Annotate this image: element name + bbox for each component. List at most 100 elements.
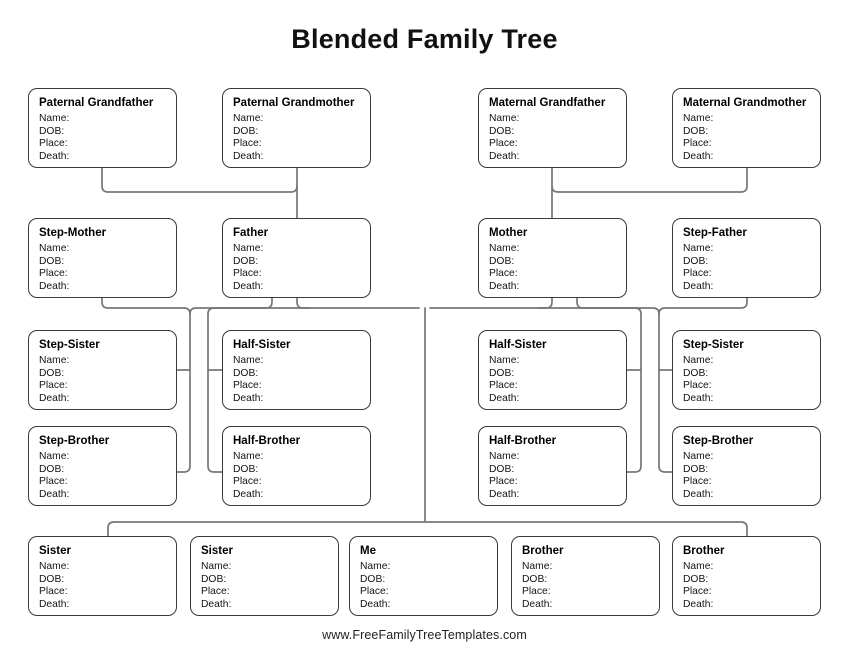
field-death: Death:: [683, 488, 714, 500]
field-dob: DOB:: [683, 463, 709, 475]
field-dob: DOB:: [233, 463, 259, 475]
field-name: Name:: [233, 113, 264, 124]
node-me[interactable]: Me Name: DOB: Place: Death:: [349, 536, 498, 616]
field-place: Place:: [489, 138, 518, 150]
node-half-brother-left[interactable]: Half-Brother Name: DOB: Place: Death:: [222, 426, 371, 506]
field-death: Death:: [360, 598, 391, 610]
node-fields: Name: DOB: Place: Death:: [489, 113, 626, 163]
field-place: Place:: [360, 586, 389, 598]
field-name: Name:: [489, 355, 520, 366]
field-name: Name:: [39, 113, 70, 124]
node-step-father[interactable]: Step-Father Name: DOB: Place: Death:: [672, 218, 821, 298]
field-dob: DOB:: [683, 125, 709, 137]
node-sister-1[interactable]: Sister Name: DOB: Place: Death:: [28, 536, 177, 616]
node-title: Step-Brother: [683, 435, 754, 447]
node-fields: Name: DOB: Place: Death:: [39, 243, 176, 293]
field-place: Place:: [489, 476, 518, 488]
node-step-sister-left[interactable]: Step-Sister Name: DOB: Place: Death:: [28, 330, 177, 410]
node-title: Step-Father: [683, 227, 747, 239]
field-place: Place:: [683, 380, 712, 392]
node-brother-2[interactable]: Brother Name: DOB: Place: Death:: [672, 536, 821, 616]
node-title: Half-Sister: [489, 339, 547, 351]
field-death: Death:: [233, 150, 264, 162]
node-half-sister-left[interactable]: Half-Sister Name: DOB: Place: Death:: [222, 330, 371, 410]
field-place: Place:: [233, 476, 262, 488]
field-dob: DOB:: [489, 367, 515, 379]
field-death: Death:: [233, 392, 264, 404]
node-title: Sister: [39, 545, 71, 557]
field-name: Name:: [39, 451, 70, 462]
node-title: Step-Sister: [683, 339, 744, 351]
field-death: Death:: [522, 598, 553, 610]
footer-website-link[interactable]: www.FreeFamilyTreeTemplates.com: [322, 628, 527, 642]
node-fields: Name: DOB: Place: Death:: [39, 355, 176, 405]
field-dob: DOB:: [233, 367, 259, 379]
field-name: Name:: [683, 243, 714, 254]
field-death: Death:: [39, 488, 70, 500]
node-paternal-grandmother[interactable]: Paternal Grandmother Name: DOB: Place: D…: [222, 88, 371, 168]
node-half-sister-right[interactable]: Half-Sister Name: DOB: Place: Death:: [478, 330, 627, 410]
field-name: Name:: [489, 451, 520, 462]
node-half-brother-right[interactable]: Half-Brother Name: DOB: Place: Death:: [478, 426, 627, 506]
field-death: Death:: [489, 150, 520, 162]
node-fields: Name: DOB: Place: Death:: [233, 243, 370, 293]
field-place: Place:: [39, 380, 68, 392]
field-place: Place:: [233, 380, 262, 392]
field-name: Name:: [201, 561, 232, 572]
node-fields: Name: DOB: Place: Death:: [201, 561, 338, 611]
field-name: Name:: [489, 113, 520, 124]
field-dob: DOB:: [683, 255, 709, 267]
node-title: Paternal Grandfather: [39, 97, 154, 109]
node-title: Step-Brother: [39, 435, 110, 447]
field-dob: DOB:: [683, 367, 709, 379]
field-dob: DOB:: [39, 367, 65, 379]
field-death: Death:: [683, 598, 714, 610]
node-fields: Name: DOB: Place: Death:: [233, 355, 370, 405]
node-brother-1[interactable]: Brother Name: DOB: Place: Death:: [511, 536, 660, 616]
node-title: Brother: [522, 545, 564, 557]
node-maternal-grandfather[interactable]: Maternal Grandfather Name: DOB: Place: D…: [478, 88, 627, 168]
field-name: Name:: [39, 355, 70, 366]
field-dob: DOB:: [39, 573, 65, 585]
field-name: Name:: [39, 561, 70, 572]
field-name: Name:: [522, 561, 553, 572]
field-place: Place:: [39, 268, 68, 280]
node-fields: Name: DOB: Place: Death:: [39, 113, 176, 163]
node-title: Mother: [489, 227, 528, 239]
node-fields: Name: DOB: Place: Death:: [489, 355, 626, 405]
field-place: Place:: [489, 268, 518, 280]
field-name: Name:: [233, 355, 264, 366]
node-fields: Name: DOB: Place: Death:: [39, 451, 176, 501]
node-title: Father: [233, 227, 269, 239]
node-fields: Name: DOB: Place: Death:: [233, 113, 370, 163]
node-step-mother[interactable]: Step-Mother Name: DOB: Place: Death:: [28, 218, 177, 298]
field-death: Death:: [683, 150, 714, 162]
field-place: Place:: [39, 476, 68, 488]
node-father[interactable]: Father Name: DOB: Place: Death:: [222, 218, 371, 298]
field-place: Place:: [39, 586, 68, 598]
field-place: Place:: [683, 586, 712, 598]
field-dob: DOB:: [233, 255, 259, 267]
node-step-brother-right[interactable]: Step-Brother Name: DOB: Place: Death:: [672, 426, 821, 506]
node-mother[interactable]: Mother Name: DOB: Place: Death:: [478, 218, 627, 298]
field-place: Place:: [683, 268, 712, 280]
field-death: Death:: [233, 280, 264, 292]
node-title: Half-Brother: [489, 435, 557, 447]
node-title: Maternal Grandmother: [683, 97, 807, 109]
field-name: Name:: [360, 561, 391, 572]
node-step-brother-left[interactable]: Step-Brother Name: DOB: Place: Death:: [28, 426, 177, 506]
node-fields: Name: DOB: Place: Death:: [683, 355, 820, 405]
node-step-sister-right[interactable]: Step-Sister Name: DOB: Place: Death:: [672, 330, 821, 410]
field-name: Name:: [683, 355, 714, 366]
node-fields: Name: DOB: Place: Death:: [522, 561, 659, 611]
field-dob: DOB:: [489, 255, 515, 267]
node-fields: Name: DOB: Place: Death:: [39, 561, 176, 611]
node-paternal-grandfather[interactable]: Paternal Grandfather Name: DOB: Place: D…: [28, 88, 177, 168]
node-fields: Name: DOB: Place: Death:: [360, 561, 497, 611]
field-place: Place:: [489, 380, 518, 392]
field-death: Death:: [39, 598, 70, 610]
node-maternal-grandmother[interactable]: Maternal Grandmother Name: DOB: Place: D…: [672, 88, 821, 168]
node-sister-2[interactable]: Sister Name: DOB: Place: Death:: [190, 536, 339, 616]
field-name: Name:: [233, 243, 264, 254]
